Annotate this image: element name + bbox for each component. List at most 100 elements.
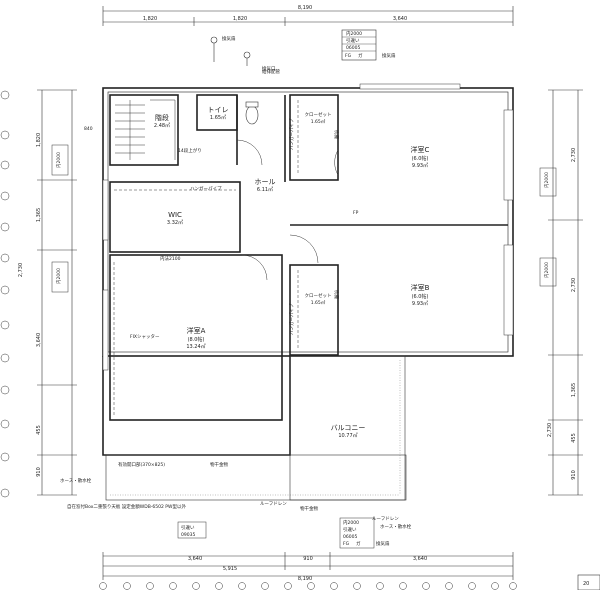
label-left-mark: 840 xyxy=(84,126,93,132)
tag-bottom-2: 内2000 引違い 06005 FG ガ 換気扇 xyxy=(339,517,390,549)
note-drain-2: ルーフドレン xyxy=(372,516,399,522)
note-hose-left: ホース・散水栓 xyxy=(60,477,92,484)
dim-left-1: 1,820 xyxy=(36,133,42,147)
right-dimensions xyxy=(548,89,583,496)
note-eave-2: 物干金物 xyxy=(300,505,318,512)
room-label-stairs: 階段 xyxy=(155,113,169,122)
dim-right-4: 2,730 xyxy=(547,423,553,437)
corner-box: 20 xyxy=(577,574,600,590)
room-label-toilet: トイレ xyxy=(208,106,229,114)
note-shelf-1: 枕棚 xyxy=(333,130,340,139)
note-outside: 自在窓付Box二重張り天板 設定金額WDB-6502 PW型以外 xyxy=(67,503,186,510)
vent-symbol-top xyxy=(210,36,251,66)
tag-top: 内2000 引違い 06005 FG ガ 換気扇 xyxy=(341,29,396,61)
note-stairs-up: 14段上がり xyxy=(178,147,202,154)
tag-top-line-4: FG xyxy=(345,53,352,59)
room-area2-western-b: 9.93㎡ xyxy=(412,300,428,307)
room-area-toilet: 1.65㎡ xyxy=(210,114,226,121)
note-hanger-closet-2: ハンガーパイプ xyxy=(288,303,295,335)
room-label-hall: ホール xyxy=(255,178,276,186)
room-label-balcony: バルコニー xyxy=(331,424,366,432)
dim-right-6: 910 xyxy=(571,470,577,480)
balcony-outline xyxy=(105,355,407,501)
stair-treads xyxy=(115,99,176,160)
room-area-closet-1: 1.65㎡ xyxy=(311,118,326,125)
left-axis-markers xyxy=(0,90,10,498)
note-fp: FP xyxy=(353,210,359,216)
room-label-closet-2: クローゼット xyxy=(305,292,332,299)
tag-bottom-2-line-6: 換気扇 xyxy=(376,540,390,547)
tag-right-2: 内2000 xyxy=(539,257,557,287)
dim-right-1: 2,730 xyxy=(571,148,577,162)
dim-right-5: 455 xyxy=(571,433,577,443)
windows xyxy=(102,83,514,371)
dim-top-seg-2: 1,820 xyxy=(233,16,247,22)
door-swings xyxy=(236,139,339,281)
tag-bottom-1-line-2: 09035 xyxy=(181,532,195,538)
room-area-stairs: 2.48㎡ xyxy=(154,122,170,129)
note-storage: FIXシャッター xyxy=(130,333,160,340)
tag-bottom-2-line-2: 引違い xyxy=(343,526,357,533)
room-label-western-c: 洋室C xyxy=(411,145,430,154)
dim-bottom-total: 8,190 xyxy=(298,576,312,582)
tag-bottom-1-line-1: 引違い xyxy=(181,524,195,531)
bottom-axis-markers xyxy=(99,582,517,590)
bottom-dimensions xyxy=(102,552,514,580)
room-label-western-b: 洋室B xyxy=(411,283,430,292)
tag-top-line-1: 内2000 xyxy=(346,30,362,37)
tag-bottom-2-line-5: ガ xyxy=(356,540,361,547)
room-area-wic: 3.32㎡ xyxy=(167,219,183,226)
dim-left-6: 910 xyxy=(36,467,42,477)
left-dimensions xyxy=(37,89,77,496)
note-shelf-2: 枕棚 xyxy=(333,290,340,299)
tag-bottom-2-line-4: FG xyxy=(343,541,350,547)
tag-left-2: 内2000 xyxy=(51,261,69,293)
room-label-closet-1: クローゼット xyxy=(305,111,332,118)
room-area2-western-a: 13.24㎡ xyxy=(186,343,205,350)
tag-top-line-2: 引違い xyxy=(346,37,360,44)
dim-right-2: 2,730 xyxy=(571,278,577,292)
corner-label: 20 xyxy=(583,581,589,587)
label-vent-top: 換気扇 xyxy=(222,35,236,42)
top-dimensions xyxy=(102,6,514,26)
note-drain-1: ルーフドレン xyxy=(260,501,287,507)
tag-top-line-5: ガ xyxy=(358,52,363,59)
tag-right-1-line-1: 内2000 xyxy=(543,172,550,188)
note-hanger-wic: ハンガーパイプ xyxy=(190,185,222,192)
room-area-closet-2: 1.65㎡ xyxy=(311,299,326,306)
tag-bottom-2-line-1: 内2000 xyxy=(343,519,359,526)
room-area-balcony: 10.77㎡ xyxy=(338,432,357,439)
dim-bottom-sub-total: 5,915 xyxy=(223,566,237,572)
room-area-western-c: (6.0帖) xyxy=(412,155,429,162)
dim-bottom-seg-2: 910 xyxy=(303,556,313,562)
note-eave-1: 物干金物 xyxy=(210,461,228,468)
note-inner-wall: 内法2100 xyxy=(160,255,181,262)
room-area-western-b: (6.0帖) xyxy=(412,293,429,300)
tag-left-2-line-1: 内2000 xyxy=(55,268,62,284)
label-pipe: 給排配管 xyxy=(262,68,280,75)
room-area2-western-c: 9.93㎡ xyxy=(412,162,428,169)
tag-bottom-1: 引違い 09035 xyxy=(177,521,207,539)
room-label-wic: WIC xyxy=(168,211,182,219)
dim-left-5: 455 xyxy=(36,425,42,435)
dim-right-3: 1,365 xyxy=(571,383,577,397)
toilet-fixture xyxy=(245,101,259,125)
tag-top-line-6: 換気扇 xyxy=(382,52,396,59)
dim-top-seg-3: 3,640 xyxy=(393,16,407,22)
room-label-western-a: 洋室A xyxy=(187,326,206,335)
dim-left-2: 1,365 xyxy=(36,208,42,222)
tag-right-2-line-1: 内2000 xyxy=(543,262,550,278)
tag-left-1-line-1: 内2000 xyxy=(55,152,62,168)
dim-left-4: 3,640 xyxy=(36,333,42,347)
note-wind-top: 換気口 xyxy=(262,65,276,72)
dim-bottom-seg-1: 3,640 xyxy=(188,556,202,562)
dim-bottom-seg-3: 3,640 xyxy=(413,556,427,562)
closet-hangers xyxy=(113,100,299,415)
tag-top-line-3: 06005 xyxy=(346,45,360,51)
dim-top-total: 8,190 xyxy=(298,5,312,11)
tag-left-1: 内2000 xyxy=(51,144,69,176)
note-opening: 有効開口部(370×825) xyxy=(118,461,165,468)
tag-right-1: 内2000 xyxy=(539,167,557,197)
dim-top-seg-1: 1,820 xyxy=(143,16,157,22)
